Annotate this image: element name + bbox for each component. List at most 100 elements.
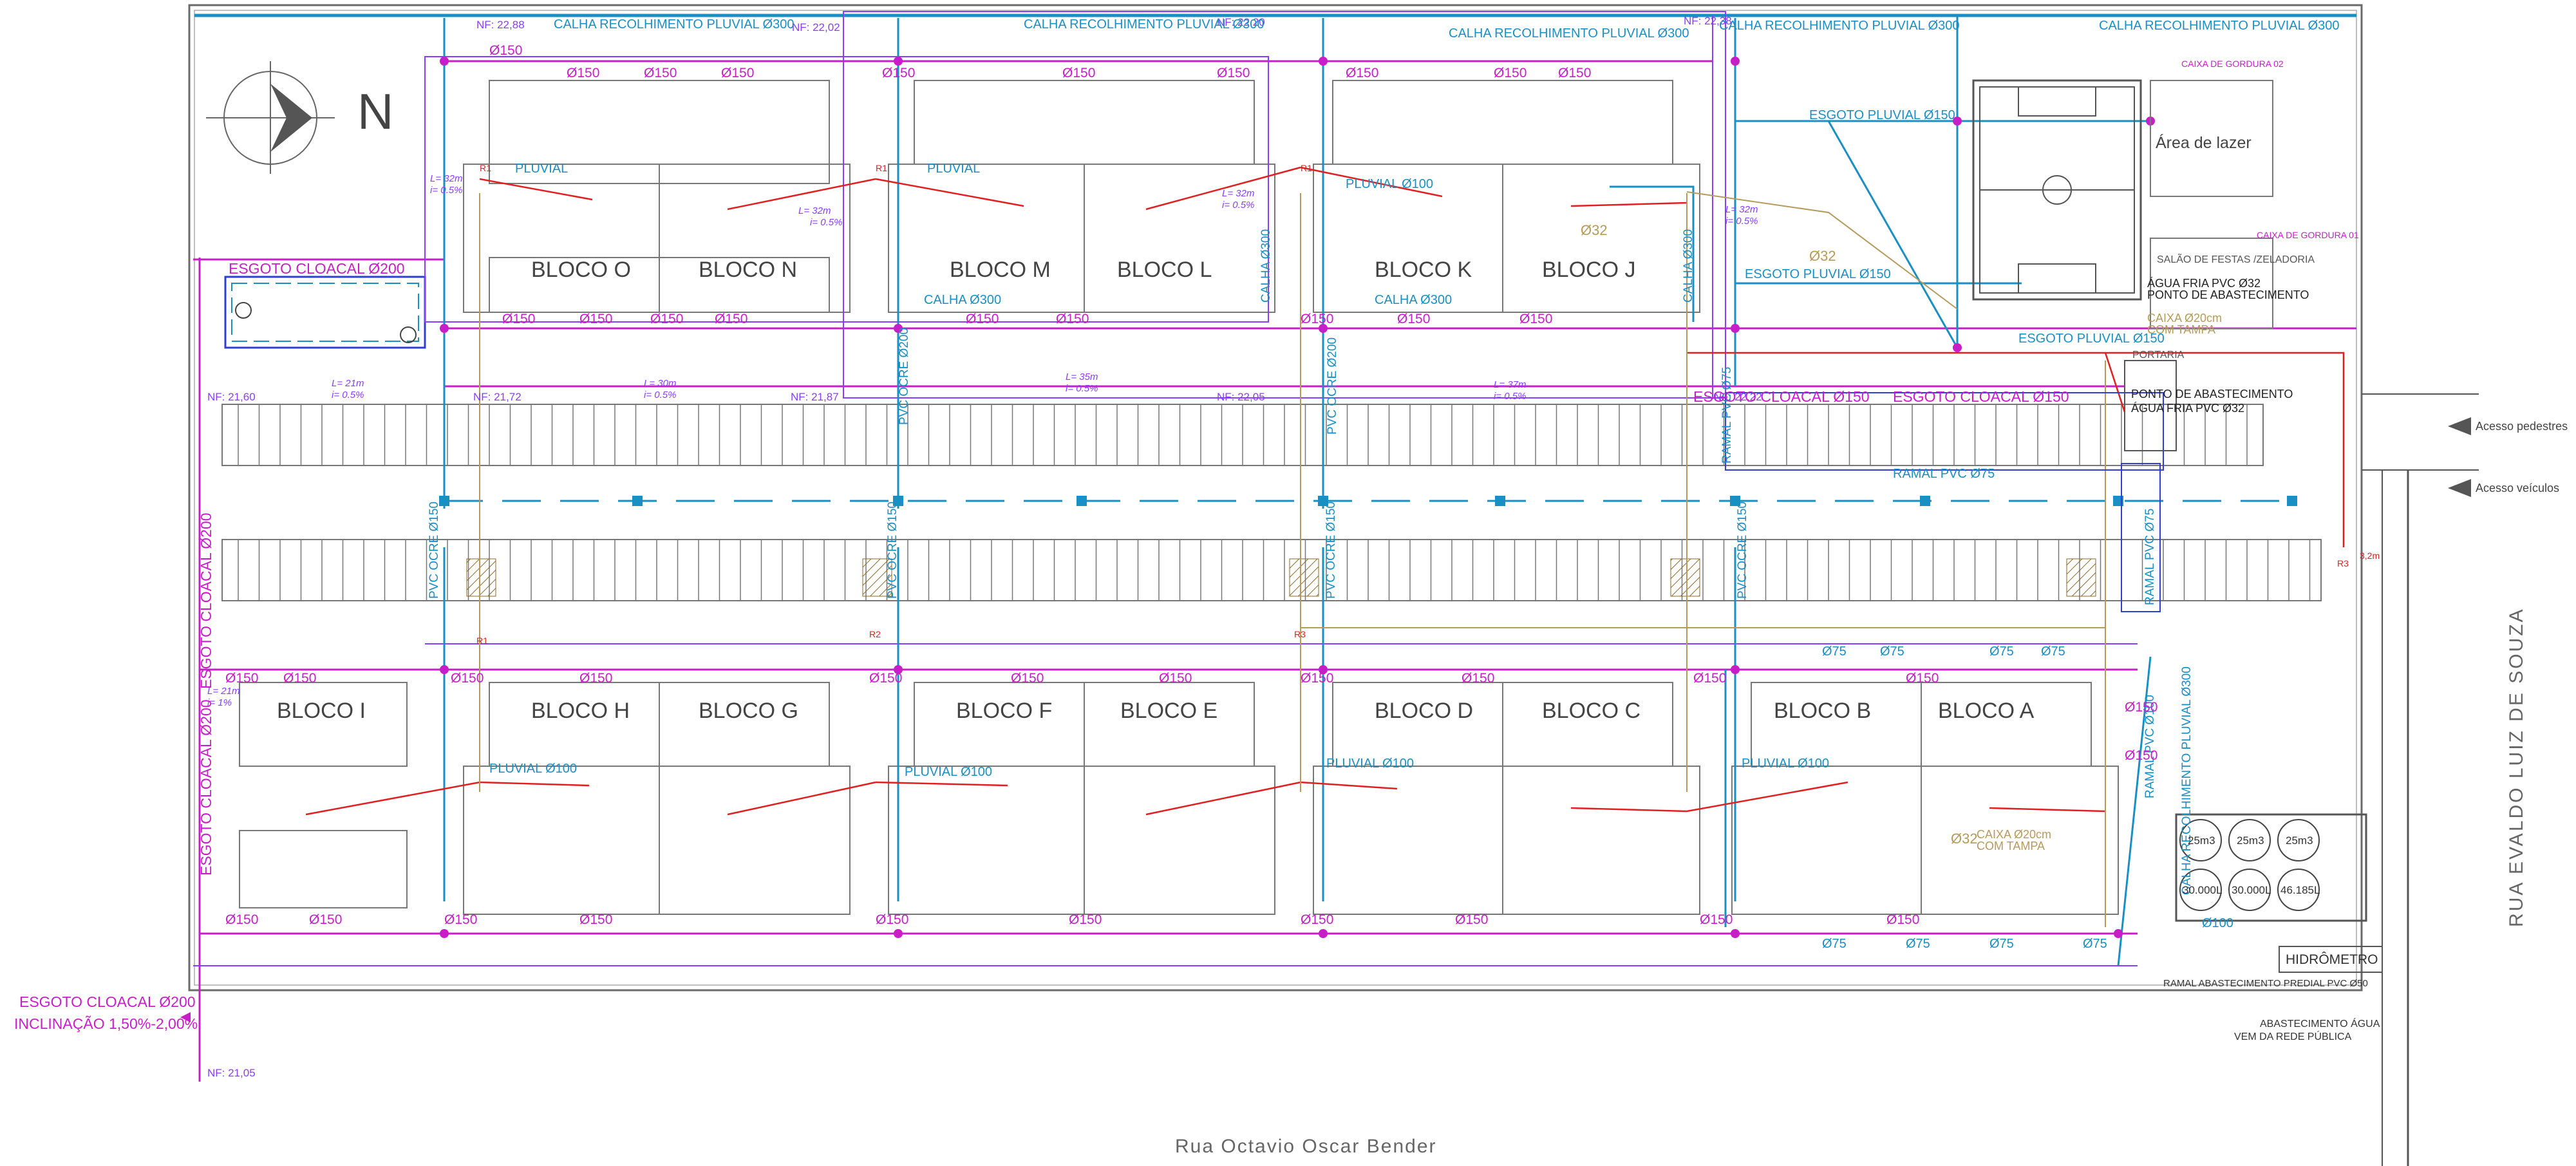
diameter-label: Ø150: [1558, 66, 1591, 80]
diameter-label: Ø150: [1700, 912, 1733, 927]
r-marker: R1: [876, 163, 887, 173]
site-boundary-inner: [194, 10, 2357, 986]
nf-label: NF: 21,87: [791, 391, 839, 403]
r-marker: R3: [1294, 629, 1306, 639]
diameter-label: Ø150: [444, 912, 477, 927]
block-label-c: BLOCO C: [1542, 699, 1641, 723]
pvc-ocre-label: PVC OCRE Ø200: [898, 328, 911, 425]
tank-label: 25m3: [2188, 834, 2215, 847]
diameter-label: Ø75: [1989, 644, 2014, 659]
cold-water-label: ÁGUA FRIA PVC Ø32: [2131, 402, 2244, 415]
level-labels: NF: 22,88 NF: 22,02 NF: 22,20 NF: 22,38 …: [207, 15, 1762, 1079]
block-label-e: BLOCO E: [1120, 699, 1217, 723]
diameter-label: Ø150: [1397, 312, 1430, 326]
site-boundary: [188, 4, 2363, 992]
manhole: [1319, 665, 1328, 674]
cloacal-labels: ESGOTO CLOACAL Ø200 ESGOTO CLOACAL Ø150 …: [14, 260, 2069, 1032]
manholes: [440, 57, 2155, 938]
manhole: [440, 929, 449, 938]
block-label-d: BLOCO D: [1375, 699, 1473, 723]
pedestrian-access-label: Acesso pedestres: [2476, 420, 2568, 433]
nf-label: NF: 22,88: [476, 19, 525, 31]
leisure-labels: Área de lazer SALÃO DE FESTAS /ZELADORIA…: [1581, 59, 2359, 852]
ramp-5: [2066, 558, 2096, 597]
diameter-label: Ø150: [579, 671, 612, 686]
slope-inclination: i= 0.5%: [1725, 216, 1758, 227]
block-label-a: BLOCO A: [1938, 699, 2035, 723]
r-marker: R2: [869, 629, 881, 639]
slope-length: L= 37m: [1494, 379, 1526, 390]
diameter-label: Ø150: [1301, 312, 1333, 326]
tank-label: 25m3: [2286, 834, 2313, 847]
diameter-label: Ø150: [1455, 912, 1488, 927]
hidrometro-label: HIDRÔMETRO: [2286, 952, 2378, 967]
esgoto-pluvial-label: ESGOTO PLUVIAL Ø150: [1745, 267, 1891, 281]
gas-label: Ø32: [1809, 248, 1836, 264]
street-bottom-label: Rua Octavio Oscar Bender: [1175, 1136, 1437, 1157]
diameter-label: Ø150: [1062, 66, 1095, 80]
drain-inlet: [1730, 496, 1740, 506]
box-lid-label: COM TAMPA: [1977, 840, 2045, 852]
gutter-label: CALHA RECOLHIMENTO PLUVIAL Ø300: [1024, 17, 1264, 32]
block-label-i: BLOCO I: [277, 699, 366, 723]
slope-inclination: i= 0.5%: [1222, 200, 1254, 211]
ramal-frame-right: [2121, 463, 2161, 612]
block-label-b: BLOCO B: [1774, 699, 1871, 723]
diameter-label: Ø150: [650, 312, 683, 326]
outlet-arrow-icon: [180, 1012, 191, 1022]
gutter-label: CALHA RECOLHIMENTO PLUVIAL Ø300: [1449, 26, 1689, 41]
ramp-1: [466, 558, 496, 597]
drain-inlet: [632, 496, 643, 506]
diameter-label: Ø150: [1301, 671, 1333, 686]
diameter-label: Ø150: [1011, 671, 1044, 686]
leisure-area-label: Área de lazer: [2156, 133, 2252, 152]
box-label: CAIXA Ø20cm: [2147, 312, 2222, 324]
party-hall-box: [2150, 238, 2273, 329]
diameter-label: Ø150: [715, 312, 747, 326]
ramp-3: [1289, 558, 1319, 597]
septic-valve-2: [400, 326, 417, 343]
reservoir-labels: 25m3 25m3 25m3 30.000L 30.000L 46.185L H…: [2163, 834, 2380, 1042]
grease-box-label: CAIXA DE GORDURA 01: [2257, 230, 2359, 240]
diameter-label: Ø150: [1346, 66, 1378, 80]
tank-volume: 30.000L: [2232, 884, 2271, 896]
diameter-label: Ø75: [2083, 937, 2107, 951]
diameter-label: Ø150: [882, 66, 915, 80]
diameter-label: Ø75: [1906, 937, 1930, 951]
nf-label: NF: 22,05: [1217, 391, 1265, 403]
pluvial-labels: CALHA RECOLHIMENTO PLUVIAL Ø300 CALHA RE…: [489, 17, 2339, 951]
nf-label: NF: 22,02: [792, 21, 840, 33]
r-marker: R1: [1301, 163, 1312, 173]
diameter-label: Ø150: [225, 671, 258, 686]
diameter-label: Ø150: [1159, 671, 1192, 686]
gatehouse-label: PORTARIA: [2132, 350, 2185, 361]
diameter-label: Ø75: [2041, 644, 2065, 659]
diameter-label: Ø150: [1301, 912, 1333, 927]
block-label-m: BLOCO M: [950, 258, 1051, 282]
top-buildings: [463, 80, 1700, 313]
diameter-label: Ø150: [579, 312, 612, 326]
block-label-n: BLOCO N: [699, 258, 797, 282]
pluvial-label: PLUVIAL Ø100: [1346, 177, 1433, 191]
slope-length: L= 30m: [644, 378, 676, 389]
diameter-label: Ø75: [1822, 644, 1847, 659]
ramal-label: RAMAL PVC Ø100: [2143, 695, 2157, 798]
gas-network: [479, 191, 2106, 927]
diameter-label: Ø150: [225, 912, 258, 927]
diameter-label: Ø150: [1906, 671, 1939, 686]
box-lid-label: COM TAMPA: [2147, 323, 2215, 336]
calha-label: CALHA Ø300: [1375, 293, 1452, 307]
ramal-frame: [1725, 392, 2164, 471]
gas-label: Ø32: [1581, 222, 1608, 238]
diameter-label: Ø150: [283, 671, 316, 686]
manhole: [440, 665, 449, 674]
court-goal-bottom: [2018, 263, 2096, 294]
vertical-labels: PVC OCRE Ø150 PVC OCRE Ø200 PVC OCRE Ø15…: [428, 229, 2194, 895]
register-markers: R1 R1 R1 R1 R2 R3 R3 3,2m: [476, 163, 2380, 646]
block-label-f: BLOCO F: [956, 699, 1052, 723]
ramal-label: RAMAL PVC Ø75: [1893, 467, 1995, 481]
slope-inclination: i= 0.5%: [644, 390, 676, 400]
diameter-label: Ø150: [502, 312, 535, 326]
